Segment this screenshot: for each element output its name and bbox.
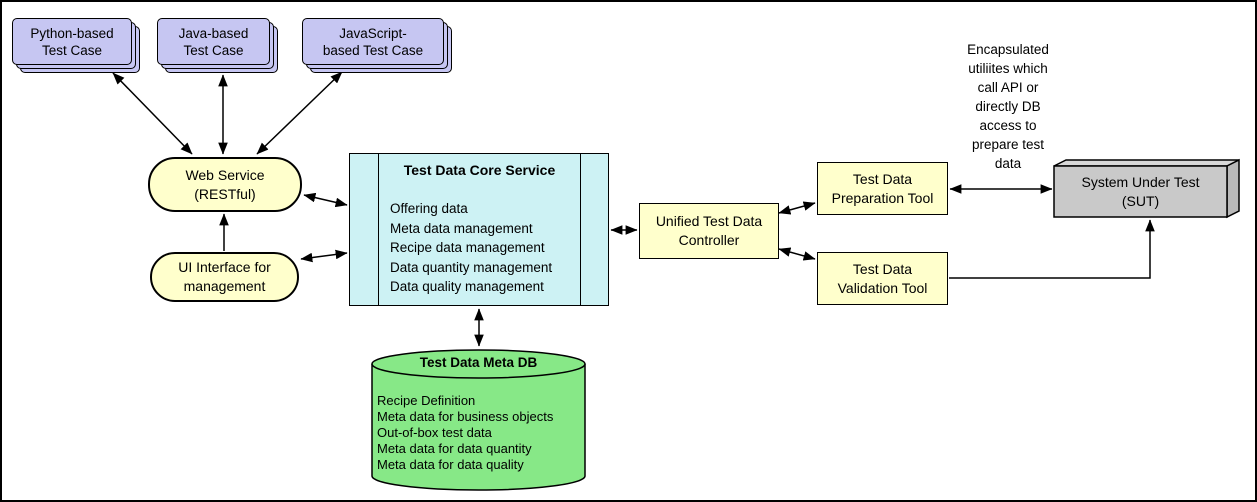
- encapsulated-utilities-note: Encapsulated utiliites which call API or…: [967, 42, 1049, 171]
- core-service-node: Test Data Core Service Offering data Met…: [349, 153, 609, 306]
- sut-label: System Under Test (SUT): [1081, 173, 1200, 209]
- core-left-divider: [378, 154, 379, 305]
- meta-db-item: Meta data for data quality: [377, 457, 524, 472]
- core-service-list: Offering data Meta data management Recip…: [390, 199, 552, 297]
- meta-db-item: Recipe Definition: [377, 393, 476, 408]
- core-service-item: Data quality management: [390, 279, 544, 294]
- arrow-python-webservice: [112, 72, 193, 155]
- meta-db-list: Recipe Definition Meta data for business…: [377, 393, 553, 473]
- core-service-item: Data quantity management: [390, 259, 553, 275]
- ui-interface-node: UI Interface for management: [150, 252, 299, 302]
- core-service-item: Recipe data management: [390, 240, 545, 255]
- arrow-controller-validation: [778, 247, 816, 261]
- arrow-javascript-webservice: [256, 71, 343, 155]
- core-right-divider: [580, 154, 581, 305]
- preparation-tool-node: Test Data Preparation Tool: [817, 162, 948, 215]
- arrow-validation-sut: [949, 219, 1155, 279]
- core-service-title: Test Data Core Service: [403, 162, 556, 178]
- arrow-uiinterface-core: [300, 249, 348, 263]
- meta-db-item: Meta data for data quantity: [377, 441, 532, 456]
- meta-db-title: Test Data Meta DB: [419, 355, 538, 370]
- test-case-java: Java-based Test Case: [157, 18, 278, 73]
- meta-db-item: Out-of-box test data: [377, 425, 492, 440]
- meta-db-item: Meta data for business objects: [377, 409, 554, 424]
- core-service-item: Offering data: [390, 201, 468, 216]
- test-case-javascript-label: JavaScript- based Test Case: [302, 18, 444, 65]
- core-service-item: Meta data management: [390, 220, 533, 236]
- unified-controller-node: Unified Test Data Controller: [639, 203, 779, 259]
- test-case-python-label: Python-based Test Case: [12, 18, 132, 65]
- arrow-webservice-core: [303, 192, 348, 208]
- test-case-python: Python-based Test Case: [12, 18, 140, 73]
- arrow-controller-preparation: [778, 201, 816, 215]
- test-case-javascript: JavaScript- based Test Case: [302, 18, 452, 73]
- test-case-java-label: Java-based Test Case: [157, 18, 270, 65]
- web-service-node: Web Service (RESTful): [148, 157, 302, 212]
- validation-tool-node: Test Data Validation Tool: [817, 252, 948, 305]
